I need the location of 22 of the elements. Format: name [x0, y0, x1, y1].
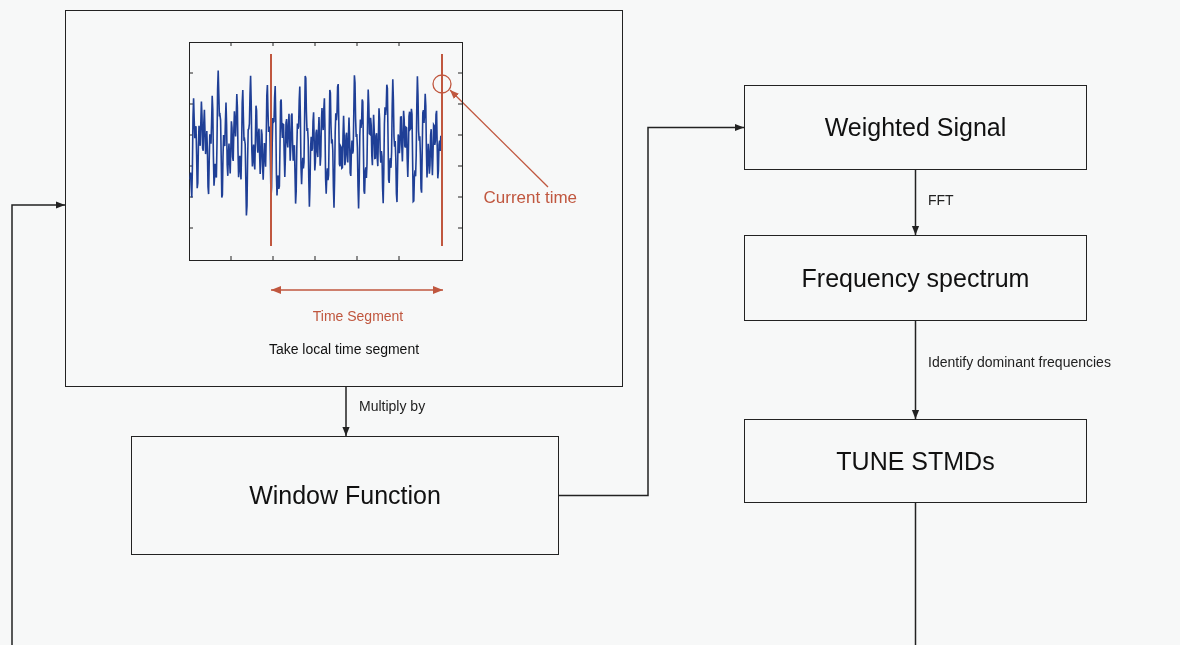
box-label: TUNE STMDs — [836, 446, 995, 476]
circle-marker — [431, 73, 452, 94]
process-box — [744, 419, 1087, 503]
process-box — [744, 85, 1087, 170]
edge-label: FFT — [926, 192, 956, 208]
connector-arrow — [911, 169, 920, 236]
connector-arrow — [558, 123, 745, 497]
box-label: Frequency spectrum — [801, 263, 1030, 293]
edge-label: Identify dominant frequencies — [926, 354, 1113, 370]
connector-arrow — [11, 201, 66, 645]
box-label: Weighted Signal — [824, 113, 1007, 142]
connector-arrow — [911, 320, 920, 420]
leader-line — [449, 89, 549, 188]
edge-label: Multiply by — [357, 398, 428, 414]
process-box — [65, 10, 623, 387]
box-label: Take local time segment — [267, 341, 421, 357]
box-label: Window Function — [249, 481, 441, 510]
dimension-label: Time Segment — [311, 308, 405, 324]
process-box — [744, 235, 1087, 321]
process-box — [131, 436, 559, 555]
annotation-label: Current time — [483, 187, 616, 214]
connector-arrow — [342, 386, 350, 437]
